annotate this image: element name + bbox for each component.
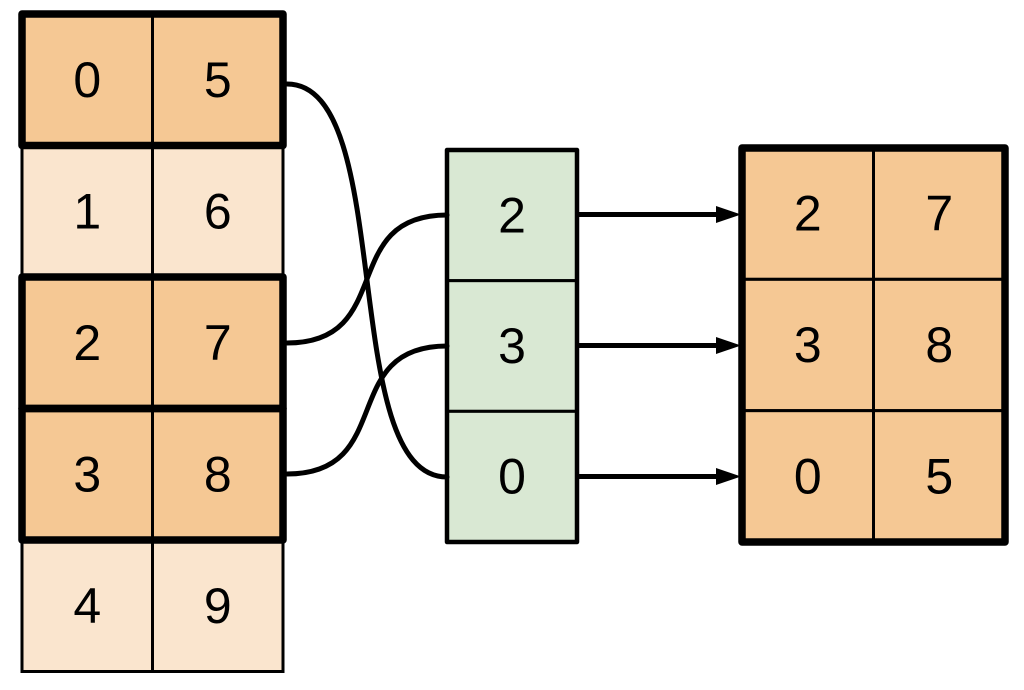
- connector-row3-to-index: [284, 343, 450, 477]
- result-value-r0c0: 2: [794, 186, 822, 242]
- arrowhead-icon-1: [716, 337, 741, 354]
- result-value-r0c1: 7: [925, 186, 953, 242]
- index-cell-1: [445, 279, 579, 413]
- source-cell-r4c1: [151, 538, 285, 673]
- source-value-r0c0: 0: [73, 52, 101, 108]
- index-value-1: 3: [498, 318, 526, 374]
- source-cell-r0c1: [151, 12, 285, 147]
- source-cell-r0c0: [20, 12, 154, 147]
- connector-row2-to-index: [284, 212, 450, 346]
- result-matrix-outline: [738, 144, 1009, 546]
- arrowhead-icon-2: [716, 468, 741, 485]
- selected-row-outline-0: [18, 10, 287, 150]
- source-value-r4c0: 4: [73, 578, 101, 634]
- source-value-r1c1: 6: [204, 183, 232, 239]
- source-cell-r3c1: [151, 407, 285, 542]
- gather-connectors: [284, 81, 450, 480]
- source-value-r4c1: 9: [204, 578, 232, 634]
- result-value-r1c1: 8: [925, 317, 953, 373]
- result-value-r2c0: 0: [794, 448, 822, 504]
- result-cell-r1c1: [872, 277, 1007, 413]
- result-cell-r2c0: [740, 409, 875, 544]
- source-value-r0c1: 5: [204, 52, 232, 108]
- source-value-r3c0: 3: [73, 446, 101, 502]
- source-value-r2c1: 7: [204, 315, 232, 371]
- source-value-r2c0: 2: [73, 315, 101, 371]
- index-value-0: 2: [498, 187, 526, 243]
- copy-arrows: [578, 206, 741, 485]
- source-cell-r4c0: [20, 538, 154, 673]
- source-value-r1c0: 1: [73, 183, 101, 239]
- selected-row-outline-3: [18, 404, 287, 544]
- result-matrix: 2 7 3 8 0 5: [738, 144, 1009, 546]
- result-value-r1c0: 3: [794, 317, 822, 373]
- index-value-2: 0: [498, 449, 526, 505]
- index-vector: 2 3 0: [444, 147, 580, 545]
- source-value-r3c1: 8: [204, 446, 232, 502]
- source-matrix: 0 5 1 6 2 7 3 8 4 9: [18, 10, 287, 673]
- source-cell-r1c1: [151, 144, 285, 279]
- arrowhead-icon-0: [716, 206, 741, 223]
- source-cell-r2c1: [151, 275, 285, 410]
- result-value-r2c1: 5: [925, 448, 953, 504]
